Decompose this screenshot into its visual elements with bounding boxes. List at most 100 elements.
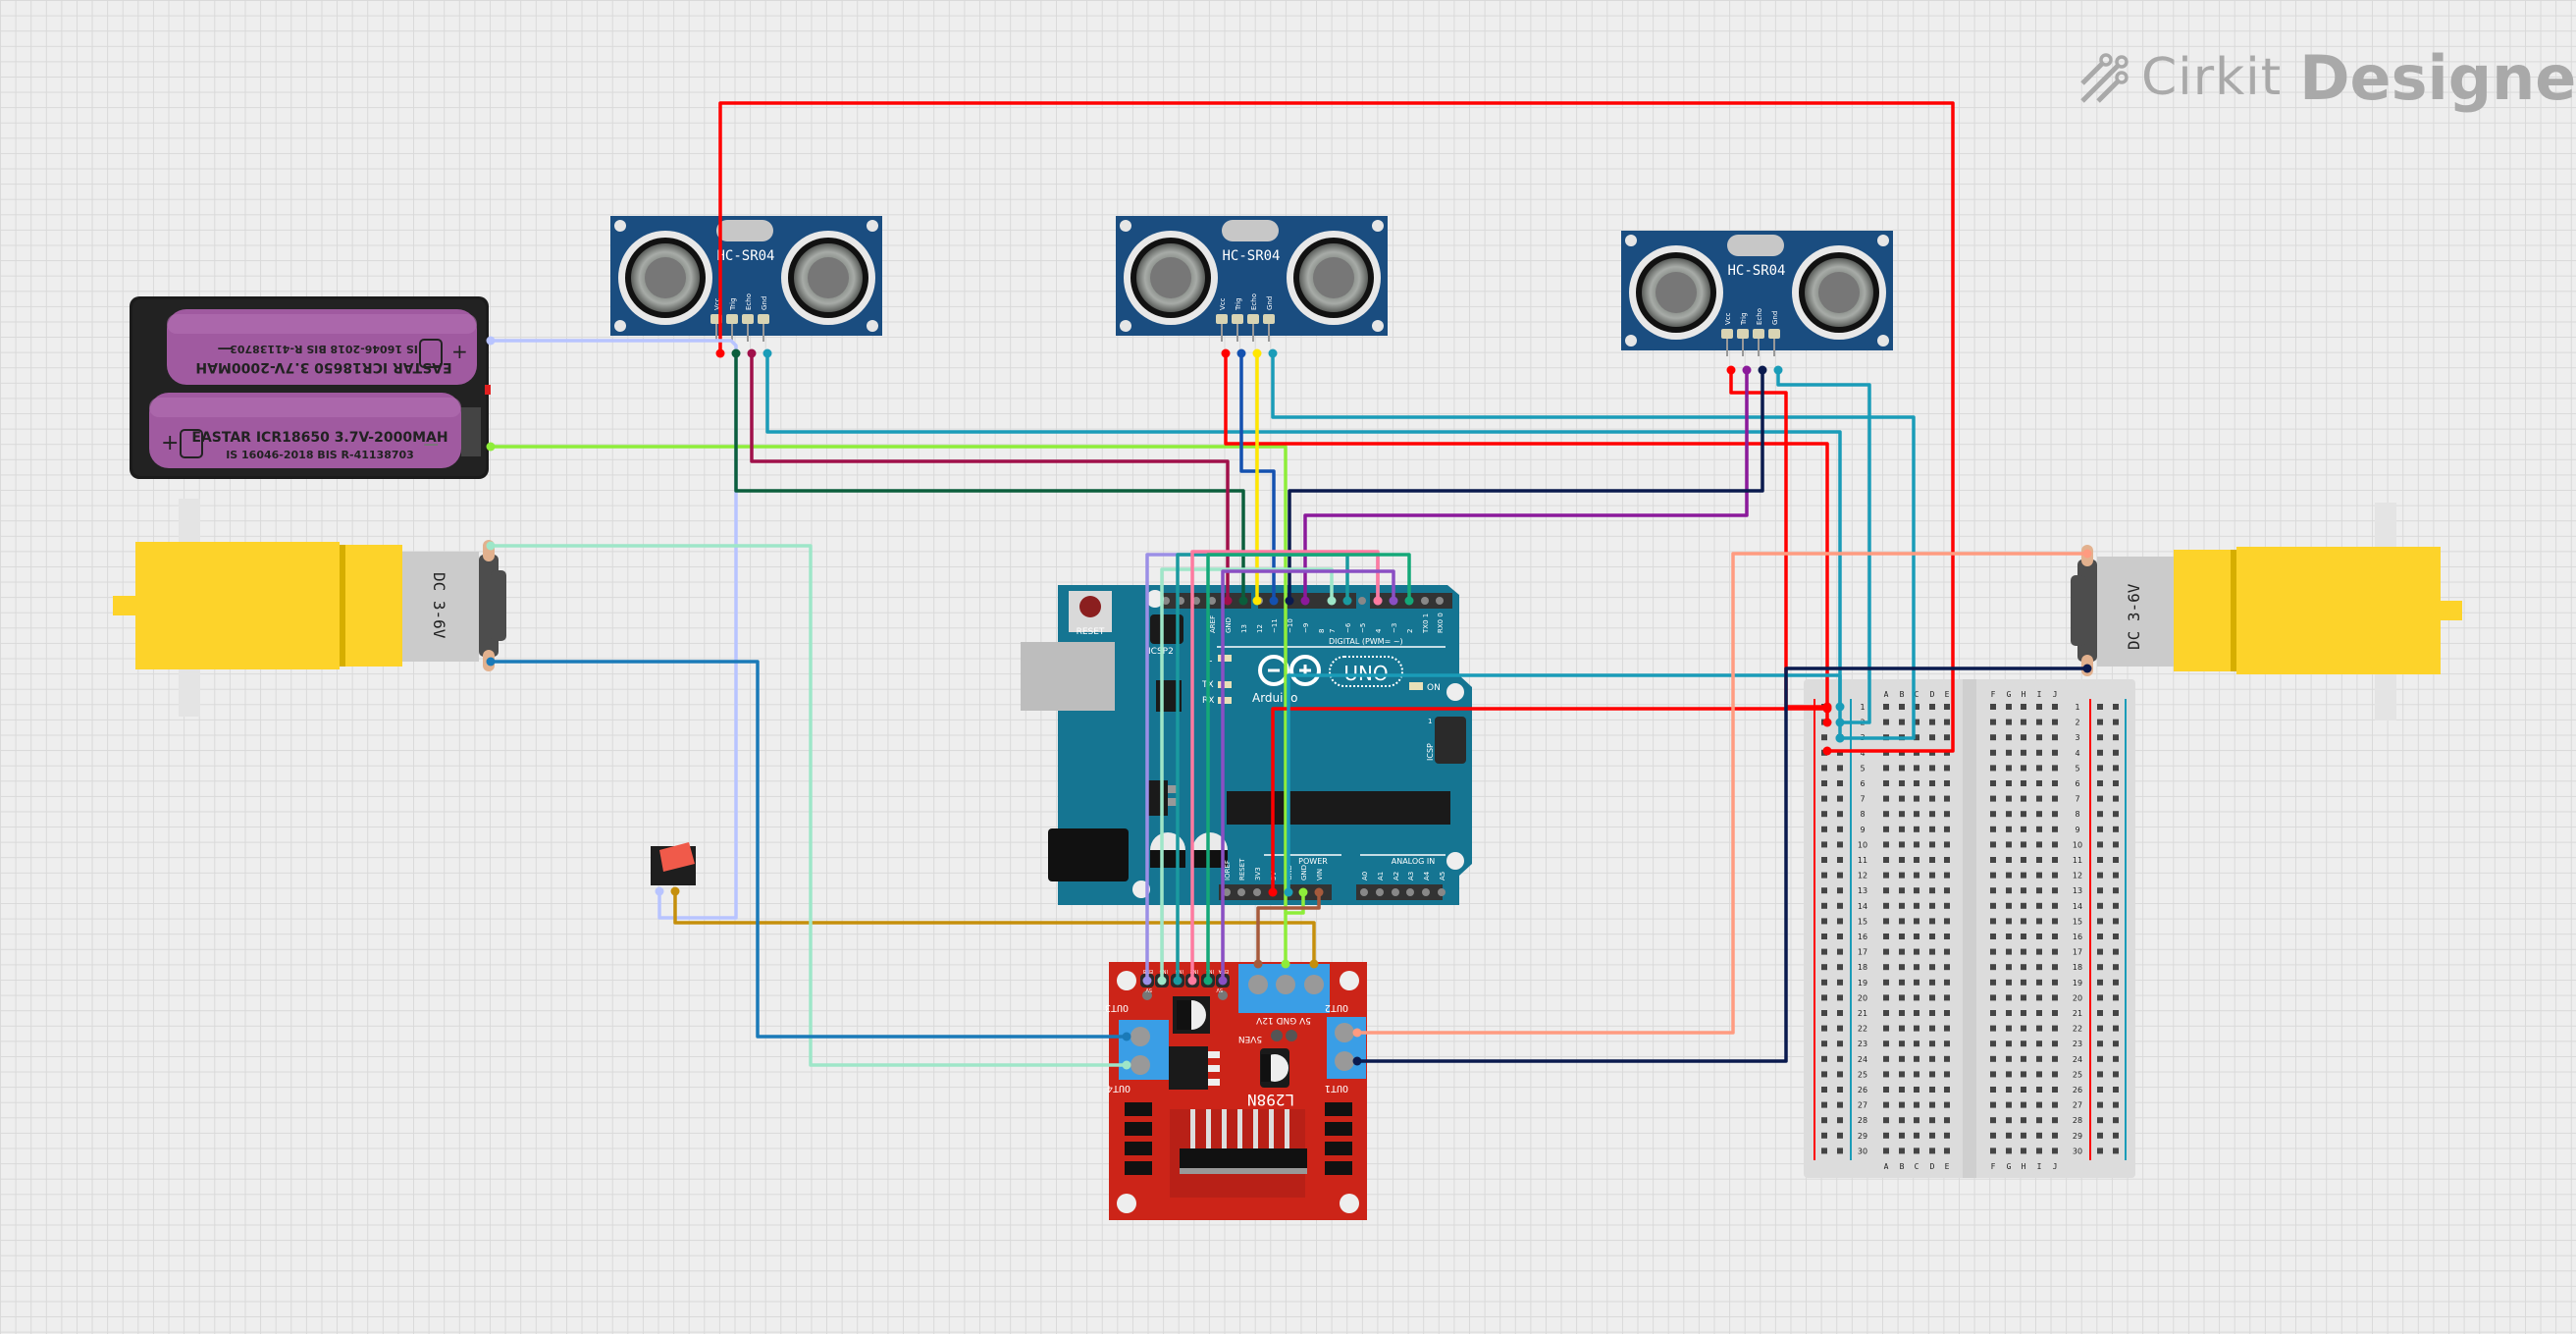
bb-hole[interactable]: [2036, 1010, 2042, 1016]
bb-hole[interactable]: [2097, 994, 2103, 1001]
bb-hole[interactable]: [1899, 1087, 1905, 1093]
wire-motor-left-b[interactable]: [489, 660, 1129, 1039]
bb-hole[interactable]: [1837, 1041, 1843, 1047]
bb-hole[interactable]: [2097, 902, 2103, 909]
battery-holder[interactable]: − + EASTAR ICR18650 3.7V-2000MAH IS 1604…: [130, 296, 491, 479]
bb-hole[interactable]: [1837, 1101, 1843, 1108]
bb-hole[interactable]: [2021, 918, 2026, 925]
bb-hole[interactable]: [2097, 1101, 2103, 1108]
power-pin[interactable]: [1253, 888, 1261, 896]
bb-hole[interactable]: [2036, 887, 2042, 894]
bb-hole[interactable]: [2052, 826, 2058, 832]
bb-hole[interactable]: [2036, 1025, 2042, 1032]
bb-hole[interactable]: [1883, 902, 1889, 909]
bb-hole[interactable]: [2052, 948, 2058, 955]
bb-hole[interactable]: [1914, 994, 1919, 1001]
bb-hole[interactable]: [1990, 1132, 1996, 1139]
bb-hole[interactable]: [2052, 1025, 2058, 1032]
bb-hole[interactable]: [2052, 704, 2058, 710]
bb-hole[interactable]: [1914, 979, 1919, 986]
bb-hole[interactable]: [1914, 1117, 1919, 1124]
bb-hole[interactable]: [2036, 918, 2042, 925]
bb-hole[interactable]: [1929, 887, 1935, 894]
bb-hole[interactable]: [2097, 1010, 2103, 1016]
bb-hole[interactable]: [2113, 1025, 2119, 1032]
bb-hole[interactable]: [1914, 934, 1919, 939]
wire-endpoint[interactable]: [1758, 365, 1767, 375]
bb-hole[interactable]: [1990, 872, 1996, 879]
bb-hole[interactable]: [1837, 811, 1843, 818]
bb-hole[interactable]: [2113, 734, 2119, 741]
wire-endpoint[interactable]: [1835, 718, 1845, 727]
bb-hole[interactable]: [1944, 780, 1950, 786]
bb-hole[interactable]: [2006, 1101, 2012, 1108]
bb-hole[interactable]: [1899, 1117, 1905, 1124]
wire-motor-left-a[interactable]: [489, 544, 1129, 1067]
bb-hole[interactable]: [1837, 934, 1843, 939]
bb-hole[interactable]: [2021, 1087, 2026, 1093]
bb-hole[interactable]: [2036, 872, 2042, 879]
bb-hole[interactable]: [1821, 979, 1827, 986]
bb-hole[interactable]: [2113, 1055, 2119, 1062]
bb-hole[interactable]: [2021, 1132, 2026, 1139]
bb-hole[interactable]: [1914, 948, 1919, 955]
bb-hole[interactable]: [2006, 1010, 2012, 1016]
bb-hole[interactable]: [2097, 719, 2103, 725]
bb-hole[interactable]: [1990, 780, 1996, 786]
bb-hole[interactable]: [1944, 934, 1950, 939]
bb-hole[interactable]: [1821, 1041, 1827, 1047]
bb-hole[interactable]: [1929, 918, 1935, 925]
bb-hole[interactable]: [2006, 811, 2012, 818]
bb-hole[interactable]: [1944, 887, 1950, 894]
bb-hole[interactable]: [1944, 841, 1950, 848]
bb-hole[interactable]: [1899, 841, 1905, 848]
bb-hole[interactable]: [2006, 1117, 2012, 1124]
bb-hole[interactable]: [1944, 1101, 1950, 1108]
bb-hole[interactable]: [1990, 1025, 1996, 1032]
bb-hole[interactable]: [2021, 1025, 2026, 1032]
bb-hole[interactable]: [1899, 918, 1905, 925]
bb-hole[interactable]: [1929, 872, 1935, 879]
bb-hole[interactable]: [1837, 857, 1843, 863]
bb-hole[interactable]: [1899, 1147, 1905, 1154]
bb-hole[interactable]: [1837, 826, 1843, 832]
bb-hole[interactable]: [2021, 765, 2026, 772]
bb-hole[interactable]: [1883, 918, 1889, 925]
bb-hole[interactable]: [1914, 826, 1919, 832]
bb-hole[interactable]: [1837, 887, 1843, 894]
bb-hole[interactable]: [1944, 795, 1950, 802]
wire-endpoint[interactable]: [1253, 959, 1263, 969]
bb-hole[interactable]: [1914, 811, 1919, 818]
bb-hole[interactable]: [2113, 887, 2119, 894]
bb-hole[interactable]: [2113, 934, 2119, 939]
bb-hole[interactable]: [1821, 934, 1827, 939]
bb-hole[interactable]: [2052, 1147, 2058, 1154]
bb-hole[interactable]: [1914, 1010, 1919, 1016]
bb-hole[interactable]: [1899, 1071, 1905, 1078]
wire-arduino-5v[interactable]: [1271, 707, 1829, 894]
bb-hole[interactable]: [2006, 902, 2012, 909]
bb-hole[interactable]: [1990, 918, 1996, 925]
bb-hole[interactable]: [1944, 1010, 1950, 1016]
bb-hole[interactable]: [1883, 811, 1889, 818]
bb-hole[interactable]: [2021, 979, 2026, 986]
bb-hole[interactable]: [1914, 734, 1919, 741]
wire-endpoint[interactable]: [1284, 887, 1293, 897]
bb-hole[interactable]: [2052, 1010, 2058, 1016]
bb-hole[interactable]: [2097, 857, 2103, 863]
bb-hole[interactable]: [1883, 841, 1889, 848]
bb-hole[interactable]: [1990, 1041, 1996, 1047]
bb-hole[interactable]: [2052, 1132, 2058, 1139]
wire-endpoint[interactable]: [1773, 365, 1783, 375]
wire-sensor3-echo[interactable]: [1288, 368, 1764, 603]
bb-hole[interactable]: [1821, 857, 1827, 863]
bb-hole[interactable]: [1837, 1132, 1843, 1139]
bb-hole[interactable]: [2097, 1132, 2103, 1139]
bb-hole[interactable]: [1837, 841, 1843, 848]
bb-hole[interactable]: [2097, 749, 2103, 756]
bb-hole[interactable]: [1914, 902, 1919, 909]
bb-hole[interactable]: [1821, 1132, 1827, 1139]
bb-hole[interactable]: [1944, 872, 1950, 879]
wire-sensor1-gnd[interactable]: [765, 351, 1842, 740]
bb-hole[interactable]: [1929, 1010, 1935, 1016]
